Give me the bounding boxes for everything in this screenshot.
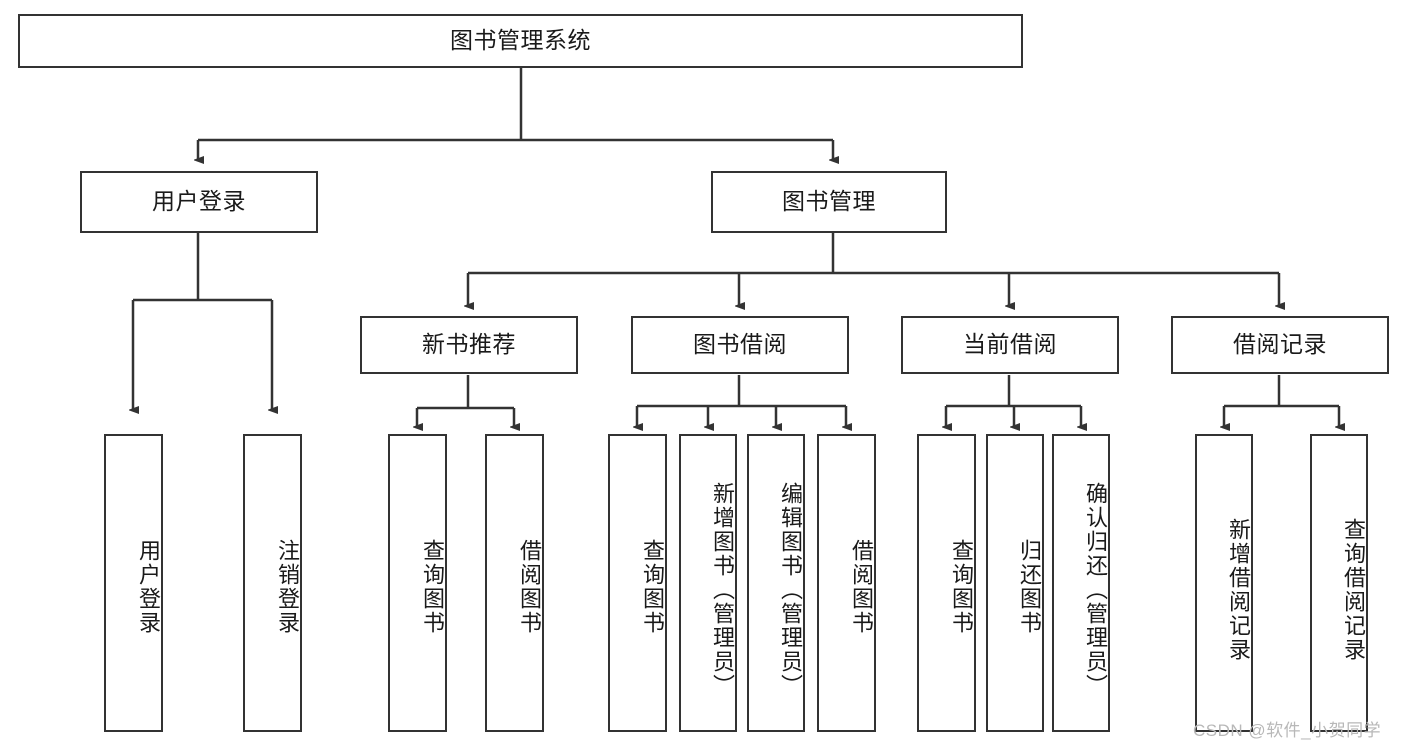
node-label: 当前借阅 — [963, 331, 1057, 358]
node-label: 编辑图书（管理员） — [778, 482, 803, 698]
node-label: 查询图书 — [640, 539, 665, 635]
node-label: 新书推荐 — [422, 331, 516, 358]
node-label: 图书借阅 — [693, 331, 787, 358]
node-label: 用户登录 — [136, 539, 161, 635]
node-label: 归还图书 — [1017, 539, 1042, 635]
leaf-user-login-login[interactable]: 用户登录 — [104, 434, 163, 732]
node-borrow-record[interactable]: 借阅记录 — [1171, 316, 1389, 374]
node-book-management[interactable]: 图书管理 — [711, 171, 947, 233]
node-root-book-management-system[interactable]: 图书管理系统 — [18, 14, 1023, 68]
node-new-book-recommend[interactable]: 新书推荐 — [360, 316, 578, 374]
node-label: 用户登录 — [152, 188, 246, 215]
node-label: 注销登录 — [275, 539, 300, 635]
leaf-new-book-query-book[interactable]: 查询图书 — [388, 434, 447, 732]
leaf-book-borrow-add-book-admin[interactable]: 新增图书（管理员） — [679, 434, 737, 732]
node-label: 图书管理 — [782, 188, 876, 215]
node-label: 查询图书 — [949, 539, 974, 635]
node-label: 查询借阅记录 — [1341, 518, 1366, 662]
leaf-new-book-borrow-book[interactable]: 借阅图书 — [485, 434, 544, 732]
leaf-book-borrow-edit-book-admin[interactable]: 编辑图书（管理员） — [747, 434, 805, 732]
node-label: 新增借阅记录 — [1226, 518, 1251, 662]
leaf-user-login-logout[interactable]: 注销登录 — [243, 434, 302, 732]
node-current-borrow[interactable]: 当前借阅 — [901, 316, 1119, 374]
leaf-borrow-record-add-record[interactable]: 新增借阅记录 — [1195, 434, 1253, 732]
watermark-text: CSDN @软件_小贺同学 — [1193, 721, 1382, 740]
node-user-login[interactable]: 用户登录 — [80, 171, 318, 233]
node-label: 借阅图书 — [517, 539, 542, 635]
leaf-current-borrow-return-book[interactable]: 归还图书 — [986, 434, 1044, 732]
node-label: 借阅图书 — [849, 539, 874, 635]
node-label: 借阅记录 — [1233, 331, 1327, 358]
leaf-book-borrow-query-book[interactable]: 查询图书 — [608, 434, 667, 732]
node-label: 确认归还（管理员） — [1083, 482, 1108, 698]
node-book-borrow[interactable]: 图书借阅 — [631, 316, 849, 374]
leaf-borrow-record-query-record[interactable]: 查询借阅记录 — [1310, 434, 1368, 732]
node-label: 查询图书 — [420, 539, 445, 635]
leaf-book-borrow-borrow-book[interactable]: 借阅图书 — [817, 434, 876, 732]
leaf-current-borrow-query-book[interactable]: 查询图书 — [917, 434, 976, 732]
leaf-current-borrow-confirm-return-admin[interactable]: 确认归还（管理员） — [1052, 434, 1110, 732]
node-label: 图书管理系统 — [450, 27, 591, 54]
node-label: 新增图书（管理员） — [710, 482, 735, 698]
